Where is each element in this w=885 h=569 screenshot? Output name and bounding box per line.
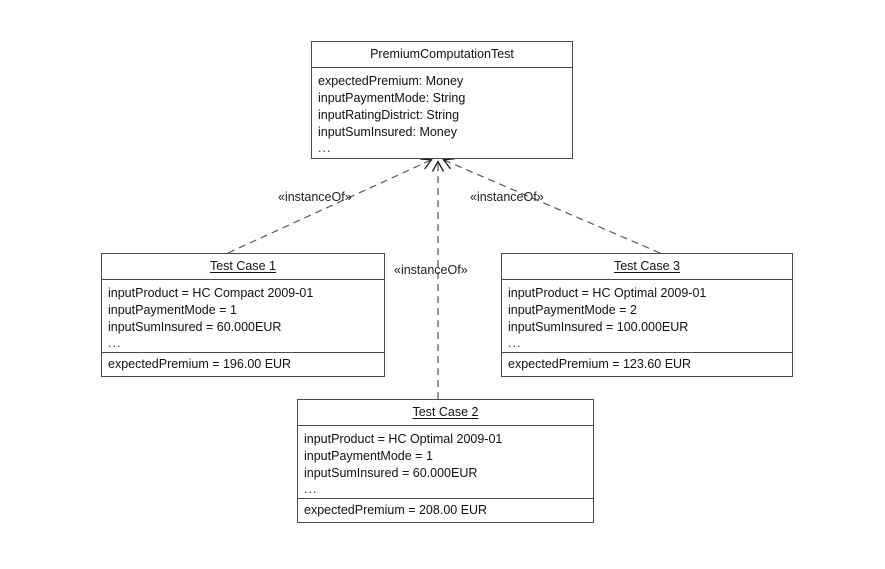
class-box-premium-computation-test[interactable]: PremiumComputationTest expectedPremium: … xyxy=(311,41,573,159)
slot-result: expectedPremium = 123.60 EUR xyxy=(502,351,792,373)
instance-box-slots: inputProduct = HC Compact 2009-01 inputP… xyxy=(102,280,384,376)
slot-row: inputPaymentMode = 1 xyxy=(304,448,433,463)
instance-box-slots: inputProduct = HC Optimal 2009-01 inputP… xyxy=(502,280,792,376)
instance-box-test-case-1[interactable]: Test Case 1 inputProduct = HC Compact 20… xyxy=(101,253,385,377)
class-box-attributes: expectedPremium: Money inputPaymentMode:… xyxy=(312,68,572,158)
edge-label-instanceof-left: «instanceOf» xyxy=(278,190,352,204)
slot-row: inputPaymentMode = 1 xyxy=(108,302,237,317)
attribute-row: inputPaymentMode: String xyxy=(318,90,466,105)
class-box-title: PremiumComputationTest xyxy=(312,42,572,68)
instance-box-title: Test Case 1 xyxy=(102,254,384,280)
slot-row: inputProduct = HC Optimal 2009-01 xyxy=(304,431,503,446)
edge-label-instanceof-center: «instanceOf» xyxy=(394,263,468,277)
slot-row: inputSumInsured = 60.000EUR xyxy=(304,465,478,480)
attribute-row: inputRatingDistrict: String xyxy=(318,107,460,122)
instance-box-title: Test Case 2 xyxy=(298,400,593,426)
attribute-row: inputSumInsured: Money xyxy=(318,124,457,139)
edge-label-instanceof-right: «instanceOf» xyxy=(470,190,544,204)
instance-box-test-case-3[interactable]: Test Case 3 inputProduct = HC Optimal 20… xyxy=(501,253,793,377)
attribute-row: expectedPremium: Money xyxy=(318,73,464,88)
slot-row: inputProduct = HC Optimal 2009-01 xyxy=(508,285,707,300)
instance-box-test-case-2[interactable]: Test Case 2 inputProduct = HC Optimal 20… xyxy=(297,399,594,523)
edge-instanceof-test-case-3 xyxy=(442,158,661,254)
slot-row: inputSumInsured = 60.000EUR xyxy=(108,319,282,334)
slot-row: inputPaymentMode = 2 xyxy=(508,302,637,317)
edge-instanceof-test-case-1 xyxy=(227,158,433,254)
slot-result: expectedPremium = 208.00 EUR xyxy=(298,497,593,519)
slot-result: expectedPremium = 196.00 EUR xyxy=(102,351,384,373)
slot-row: inputProduct = HC Compact 2009-01 xyxy=(108,285,314,300)
instance-box-title: Test Case 3 xyxy=(502,254,792,280)
slot-row: inputSumInsured = 100.000EUR xyxy=(508,319,689,334)
slot-ellipsis: ... xyxy=(304,481,318,496)
slot-ellipsis: ... xyxy=(108,335,122,350)
attribute-ellipsis: ... xyxy=(318,140,332,155)
instance-box-slots: inputProduct = HC Optimal 2009-01 inputP… xyxy=(298,426,593,522)
slot-ellipsis: ... xyxy=(508,335,522,350)
